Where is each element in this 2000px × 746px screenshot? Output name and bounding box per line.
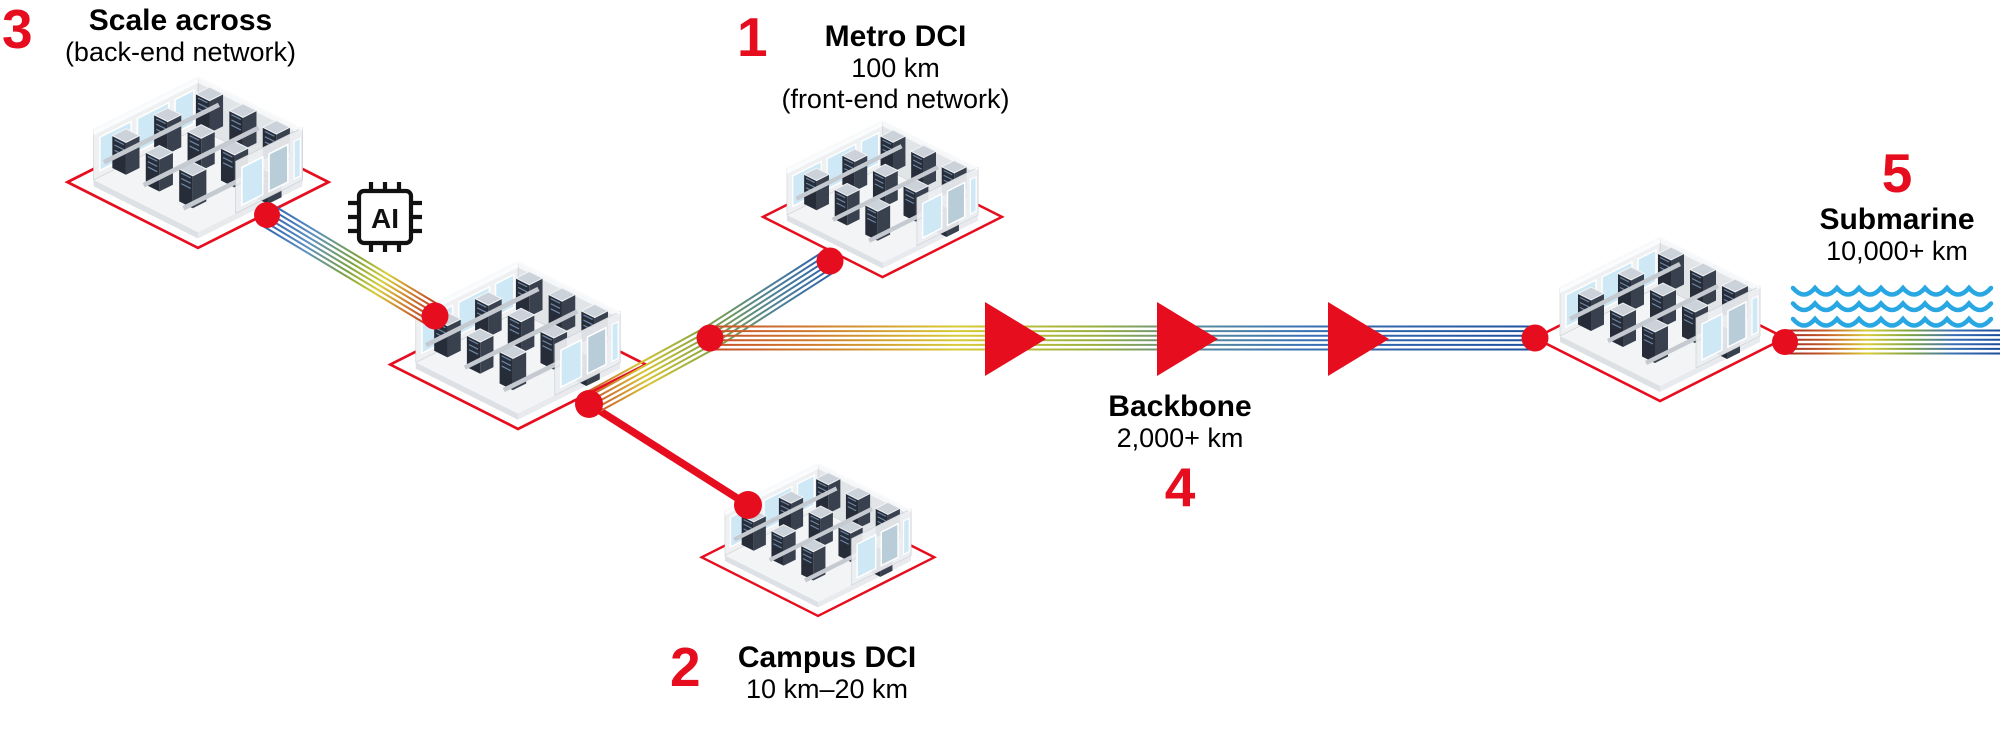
fiber-backbone (710, 325, 1535, 351)
campus-fiber-link (586, 400, 751, 509)
datacenter-building-metro (763, 121, 1002, 277)
scale-across-subtitle: (back-end network) (64, 37, 297, 67)
datacenter-building-landing (1535, 238, 1785, 401)
connection-node-landing-east-port (1772, 329, 1798, 355)
campus-distance: 10 km–20 km (745, 674, 909, 704)
fiber-scale-across (260, 204, 442, 327)
datacenter-building-campus (702, 464, 935, 616)
metro-subtitle: (front-end network) (781, 84, 1010, 114)
label-backbone: Backbone 2,000+ km 4 (1060, 390, 1300, 515)
chip-body (356, 188, 414, 246)
backbone-distance: 2,000+ km (1116, 423, 1244, 453)
scale-across-title: Scale across (88, 4, 273, 37)
campus-title: Campus DCI (737, 641, 917, 674)
ai-chip-label: AI (371, 203, 399, 234)
amplifier-icon (1328, 302, 1389, 376)
submarine-waves-icon (1790, 300, 1994, 313)
connection-node-scale-across-port (254, 202, 280, 228)
label-submarine: 5 Submarine 10,000+ km (1777, 146, 2000, 267)
submarine-waves-icon (1790, 284, 1994, 297)
step-number-campus: 2 (670, 636, 701, 698)
connection-node-metro-port (816, 247, 844, 275)
backbone-title: Backbone (1108, 390, 1252, 423)
amplifier-icon (985, 302, 1046, 376)
connection-node-campus-port (734, 491, 762, 519)
metro-distance: 100 km (851, 53, 940, 83)
submarine-title: Submarine (1819, 203, 1975, 236)
step-number-submarine: 5 (1881, 142, 1913, 204)
submarine-waves-icon (1790, 315, 1994, 328)
label-metro-dci: Metro DCI 100 km (front-end network) (753, 20, 1038, 115)
fiber-core-to-junction (583, 327, 716, 415)
datacenter-building-scale-across (67, 78, 328, 248)
connection-node-landing-west-port (1521, 324, 1549, 352)
connection-node-metro-junction (696, 324, 724, 352)
ai-chip-icon: AI (348, 182, 422, 252)
metro-title: Metro DCI (824, 20, 967, 53)
step-number-scale-across: 3 (2, 0, 33, 60)
label-campus-dci: Campus DCI 10 km–20 km (707, 641, 947, 705)
connection-node-core-west-port (421, 302, 449, 330)
chip-pins (348, 182, 422, 252)
connection-node-core-south-port (575, 390, 603, 418)
step-number-backbone: 4 (1164, 456, 1196, 518)
step-number-metro: 1 (737, 6, 768, 68)
amplifier-icon (1157, 302, 1218, 376)
submarine-distance: 10,000+ km (1826, 236, 1968, 266)
fiber-submarine (1785, 329, 2000, 355)
fiber-junction-to-metro (703, 250, 837, 349)
datacenter-building-core (390, 262, 646, 429)
label-scale-across: Scale across (back-end network) (38, 4, 323, 68)
